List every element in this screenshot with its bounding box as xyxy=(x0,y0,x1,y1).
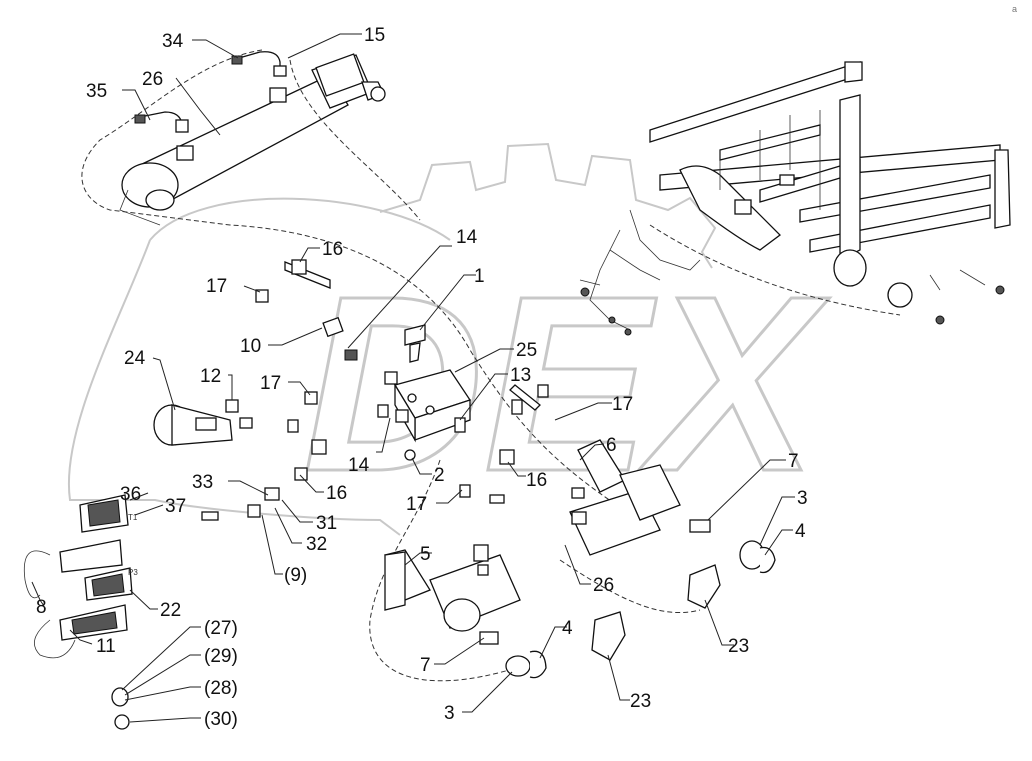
callout-24: 24 xyxy=(124,348,146,369)
callout-33: 33 xyxy=(192,472,213,493)
callout-11: 11 xyxy=(96,636,116,657)
callout-3-lower: 3 xyxy=(444,703,455,724)
callout-35: 35 xyxy=(86,81,107,102)
mounting-frame xyxy=(649,61,1011,308)
callout-17-lower: 17 xyxy=(406,494,427,515)
callout-29: (29) xyxy=(204,646,238,667)
fittings xyxy=(201,259,549,521)
callout-17-upper: 17 xyxy=(206,276,227,297)
elbow-fitting-35 xyxy=(134,111,189,133)
sensor-wiring xyxy=(579,209,1005,336)
callout-13: 13 xyxy=(510,365,531,386)
callout-7-lower: 7 xyxy=(420,655,431,676)
watermark-letters: DEX xyxy=(303,244,830,523)
callout-9: (9) xyxy=(284,565,307,586)
callout-27: (27) xyxy=(204,618,238,639)
callout-14-upper: 14 xyxy=(456,227,478,248)
callout-31: 31 xyxy=(316,513,337,534)
callout-30: (30) xyxy=(204,709,238,730)
callout-12: 12 xyxy=(200,366,221,387)
callout-26-upper: 26 xyxy=(142,69,163,90)
callout-36: 36 xyxy=(120,484,141,505)
callout-8: 8 xyxy=(36,597,47,618)
callout-37: 37 xyxy=(165,496,186,517)
callout-6: 6 xyxy=(606,435,617,456)
callout-4-lower: 4 xyxy=(562,618,573,639)
callout-15: 15 xyxy=(364,25,385,46)
callout-23-lower: 23 xyxy=(630,691,651,712)
leader-lines xyxy=(31,33,795,723)
callout-34: 34 xyxy=(162,31,184,52)
callout-7-right: 7 xyxy=(788,451,799,472)
connector-tag-t1: T1 xyxy=(128,513,138,522)
hose-lines xyxy=(81,49,901,682)
watermark-gear xyxy=(379,142,717,269)
lower-cylinder-left xyxy=(384,544,521,632)
coupling-24 xyxy=(153,404,233,446)
callout-23-right: 23 xyxy=(728,636,749,657)
connector-tag-p3: P3 xyxy=(128,568,138,577)
seal-rings xyxy=(111,687,130,730)
callout-4-right: 4 xyxy=(795,521,806,542)
callout-16-lower: 16 xyxy=(326,483,347,504)
callout-28: (28) xyxy=(204,678,238,699)
pins-and-washers xyxy=(479,519,776,679)
callout-16-upper: 16 xyxy=(322,239,343,260)
callout-14-lower: 14 xyxy=(348,455,370,476)
callout-3-right: 3 xyxy=(797,488,808,509)
callout-16-right: 16 xyxy=(526,470,547,491)
elbow-fitting-34 xyxy=(231,51,287,77)
callout-5: 5 xyxy=(420,544,431,565)
callout-32: 32 xyxy=(306,534,327,555)
callout-25: 25 xyxy=(516,340,537,361)
callout-22: 22 xyxy=(160,600,181,621)
callout-17-mid: 17 xyxy=(260,373,281,394)
hose-ends-23 xyxy=(591,564,721,661)
callout-2: 2 xyxy=(434,465,445,486)
callout-26-lower: 26 xyxy=(593,575,614,596)
lower-cylinder-right xyxy=(569,439,681,556)
callout-1: 1 xyxy=(474,266,485,287)
callout-labels: 34 15 35 26 14 16 17 1 10 25 24 12 17 13… xyxy=(36,25,808,730)
callout-17-right: 17 xyxy=(612,394,633,415)
upper-hydraulic-cylinder xyxy=(119,53,386,226)
quick-couplers: T1 P3 xyxy=(23,494,138,659)
corner-mark: a xyxy=(1012,4,1017,14)
callout-10: 10 xyxy=(240,336,261,357)
